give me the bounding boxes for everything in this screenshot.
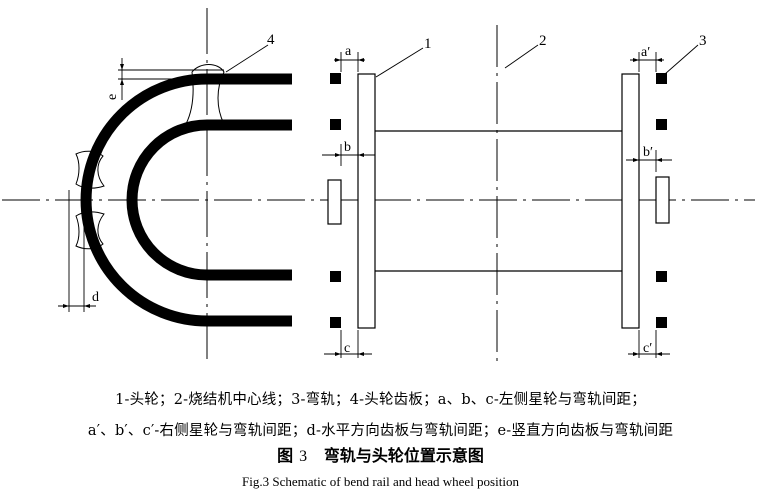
dim-label-d: d: [92, 290, 99, 305]
rail-sections: [330, 73, 667, 328]
dim-label-b: b: [344, 140, 351, 155]
bend-rail-outer: [80, 73, 292, 327]
caption-title-zh: 弯轨与头轮位置示意图: [323, 446, 484, 465]
diagram: a b c a′ b′ c′ d e 4 1 2 3: [2, 8, 755, 365]
caption-fig-label: 图: [277, 446, 294, 465]
callout-4: 4: [267, 32, 275, 48]
dimension-arrows: [63, 58, 662, 356]
tooth-plates: [75, 64, 225, 250]
caption-english: Fig.3 Schematic of bend rail and head wh…: [242, 474, 519, 489]
callout-1: 1: [424, 36, 432, 52]
dim-label-e: e: [105, 94, 120, 100]
center-lines: [2, 8, 755, 365]
caption-fig-number: 3: [299, 448, 308, 465]
callout-3: 3: [699, 33, 707, 49]
dim-label-a-prime: a′: [641, 45, 650, 60]
dim-label-c: c: [344, 341, 350, 356]
bend-rail-inner: [126, 119, 292, 281]
legend-line-2: a′、b′、c′-右侧星轮与弯轨间距；d-水平方向齿板与弯轨间距；e-竖直方向齿…: [87, 423, 674, 439]
head-wheel: [327, 73, 670, 329]
callout-2: 2: [539, 33, 547, 49]
dim-label-a: a: [345, 44, 352, 59]
legend-line-1: 1-头轮；2-烧结机中心线；3-弯轨；4-头轮齿板；a、b、c-左侧星轮与弯轨间…: [115, 392, 646, 408]
dim-label-c-prime: c′: [643, 341, 652, 356]
dim-label-b-prime: b′: [643, 145, 653, 160]
